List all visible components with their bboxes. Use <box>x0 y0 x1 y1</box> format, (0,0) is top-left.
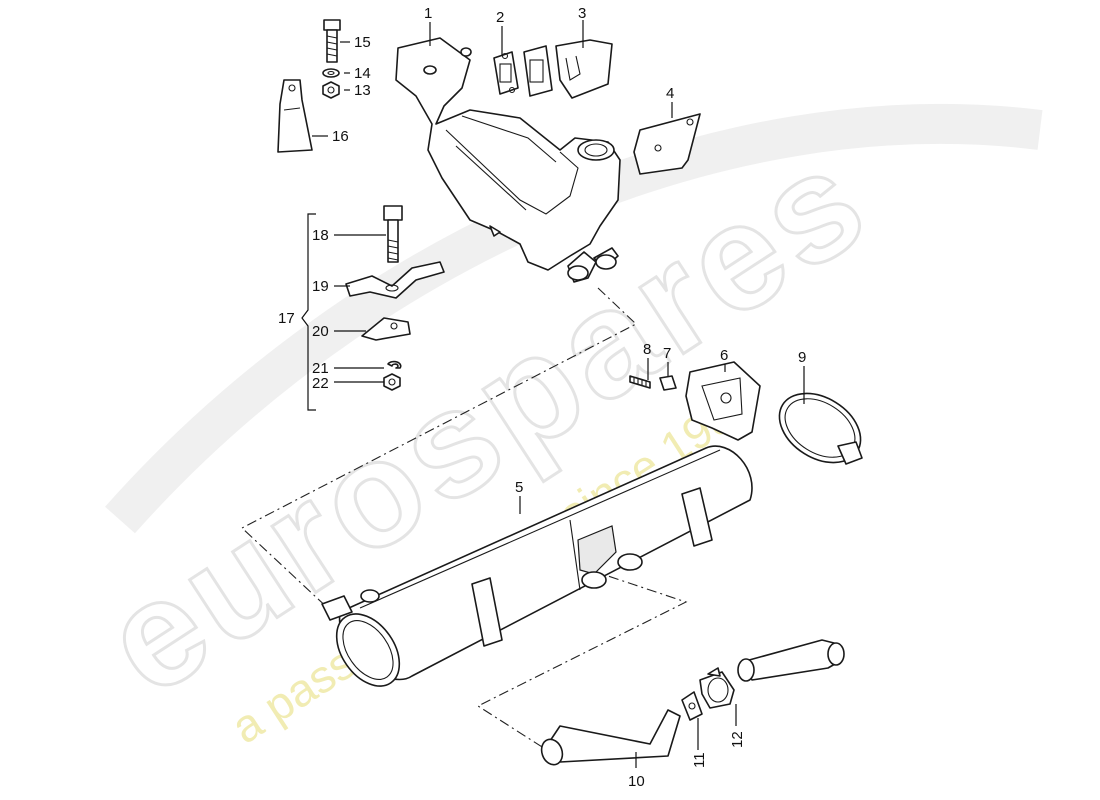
callout-11: 11 <box>691 752 708 768</box>
callout-19: 19 <box>312 278 329 295</box>
part-pipe-clamp-12 <box>699 667 735 709</box>
part-heat-shield <box>633 113 701 175</box>
part-tailpipe-10 <box>540 709 681 766</box>
part-hose-clamp-9 <box>778 392 863 465</box>
part-gasket <box>493 51 519 95</box>
callout-16: 16 <box>332 128 349 145</box>
part-nut-22 <box>383 373 401 391</box>
part-group-17-bracket <box>301 213 316 411</box>
part-washer-14 <box>322 68 340 78</box>
part-nut-7 <box>659 375 677 391</box>
part-tailpipe-extension <box>737 639 845 682</box>
part-mount-bracket-6 <box>685 361 761 441</box>
callout-3: 3 <box>578 5 586 22</box>
group-17-brace <box>301 213 316 411</box>
callout-5: 5 <box>515 479 523 496</box>
callout-15: 15 <box>354 34 371 51</box>
callout-17: 17 <box>278 310 295 327</box>
callout-4: 4 <box>666 85 674 102</box>
part-plate-20 <box>361 317 411 341</box>
part-heat-exchanger <box>395 37 621 283</box>
part-bolt-15 <box>323 19 341 63</box>
callout-1: 1 <box>424 5 432 22</box>
part-bolt-18 <box>383 205 403 263</box>
callout-2: 2 <box>496 9 504 26</box>
callout-10: 10 <box>628 773 645 790</box>
assembly-lines <box>241 287 688 753</box>
part-clamp-19 <box>345 261 445 299</box>
callout-8: 8 <box>643 341 651 358</box>
callout-labels: 1 2 3 4 5 6 7 8 9 10 11 12 13 14 15 16 1… <box>278 5 806 790</box>
part-stud-8 <box>629 375 651 389</box>
part-muffler-5 <box>321 445 753 687</box>
callout-13: 13 <box>354 82 371 99</box>
callout-18: 18 <box>312 227 329 244</box>
callout-9: 9 <box>798 349 806 366</box>
callout-14: 14 <box>354 65 371 82</box>
leader-lines <box>312 20 805 768</box>
part-strap-16 <box>277 79 313 153</box>
callout-7: 7 <box>663 345 671 362</box>
part-nut-13 <box>322 81 340 99</box>
part-flange-bracket <box>523 39 613 99</box>
callout-22: 22 <box>312 375 329 392</box>
assembly-line-upper <box>241 287 637 613</box>
callout-6: 6 <box>720 347 728 364</box>
part-washer-21 <box>387 360 402 369</box>
callout-12: 12 <box>729 731 746 748</box>
part-clip-11 <box>681 691 703 721</box>
callout-21: 21 <box>312 360 329 377</box>
callout-20: 20 <box>312 323 329 340</box>
